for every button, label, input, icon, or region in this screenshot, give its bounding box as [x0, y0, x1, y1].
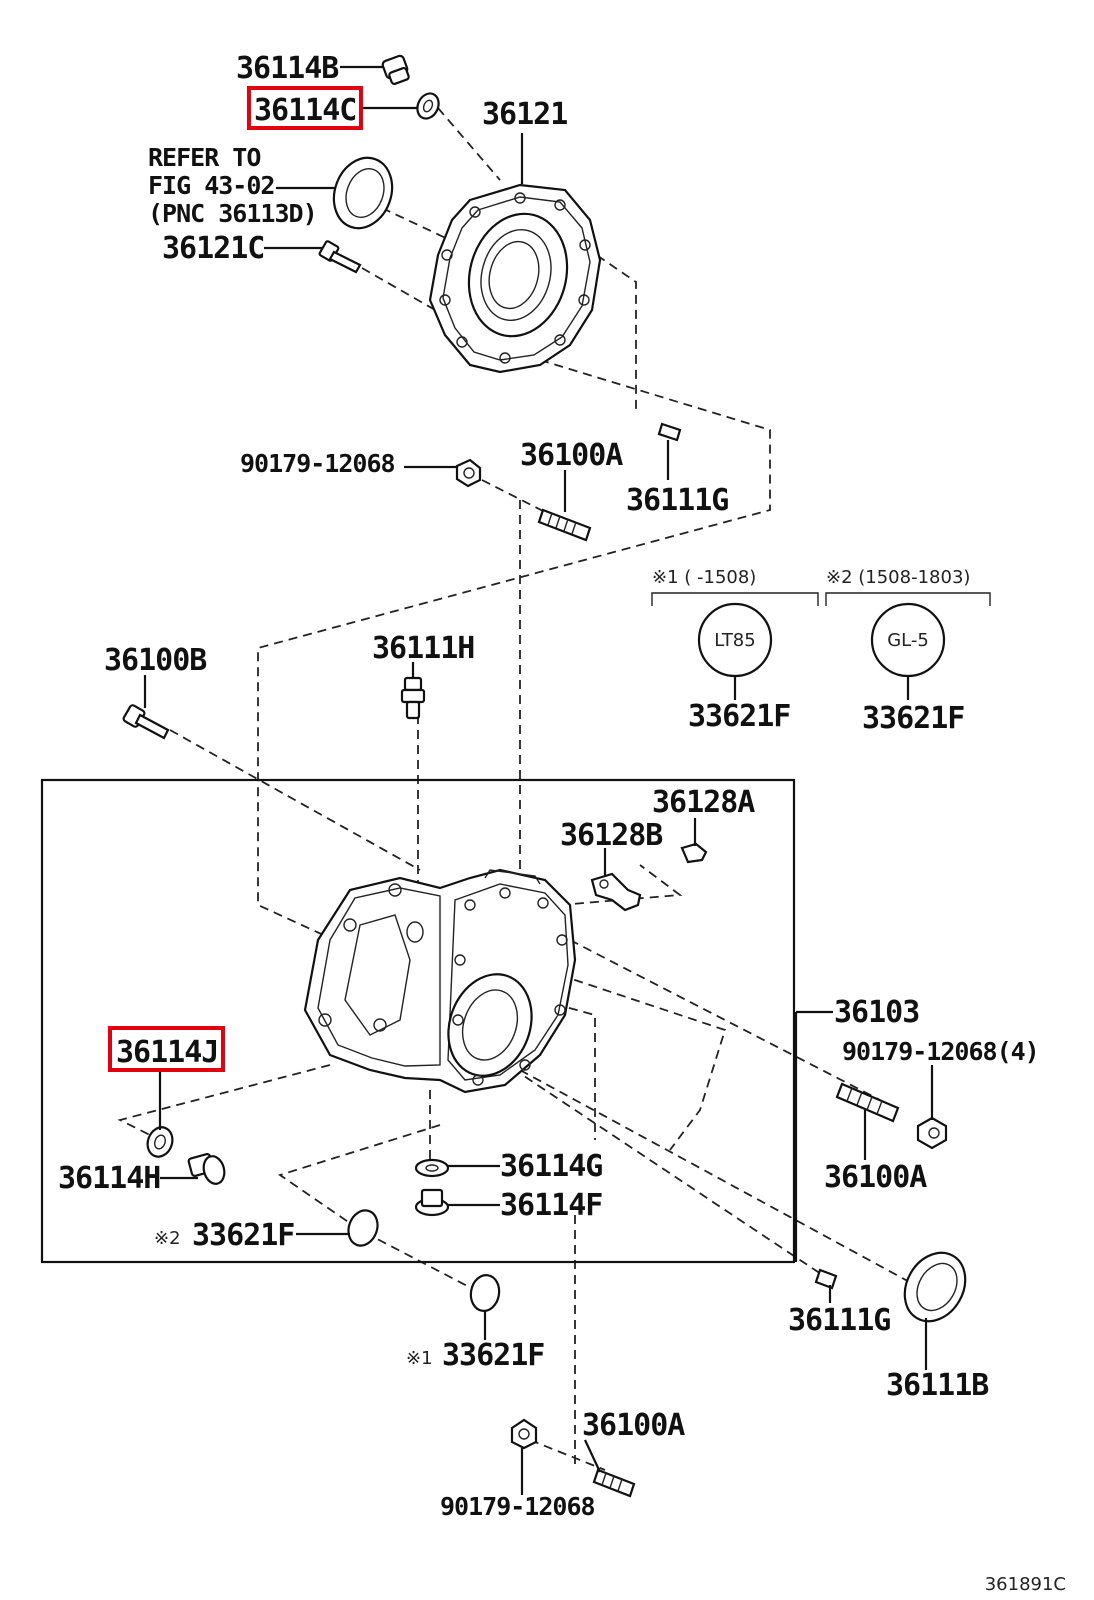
pin-36111G-top [657, 422, 682, 442]
gasket-36114C [416, 92, 440, 120]
callout-36121C: 36121C [162, 231, 264, 266]
ref-note-line-2: FIG 43-02 [148, 171, 274, 200]
bolt-36121C [318, 240, 362, 274]
callout-90179-12068-x4: 90179-12068(4) [842, 1037, 1039, 1066]
stud-36100A-low [592, 1468, 636, 1498]
breather-36111H [400, 676, 426, 720]
callout-36114F: 36114F [500, 1188, 602, 1223]
nut-90179-12068-x4 [916, 1116, 948, 1150]
callout-36100A-low: 36100A [582, 1408, 685, 1443]
nut-90179-12068-top [455, 458, 482, 488]
bracket-36128B [590, 872, 642, 912]
callout-labels: 36114B 36114C 36121 REFER TO FIG 43-02 (… [58, 51, 1066, 1595]
pin-36111G-low [814, 1268, 838, 1290]
assembly-guide-lines [117, 107, 916, 1471]
fluid-gl5-text: GL-5 [887, 630, 929, 651]
callout-36114C: 36114C [254, 93, 356, 128]
o-ring-33621F-box [347, 1209, 379, 1247]
oil-seal-36111B [903, 1251, 967, 1323]
leader-lines [143, 65, 934, 1495]
variant-notes: ※1 ( -1508) ※2 (1508-1803) LT85 GL-5 [651, 567, 991, 678]
callout-36103: 36103 [834, 995, 919, 1030]
bolt-36100B [122, 704, 170, 740]
callout-36114B: 36114B [236, 51, 338, 86]
o-ring-33621F-low [469, 1274, 501, 1312]
callout-36111G-low: 36111G [788, 1303, 890, 1338]
highlight-36114C [247, 86, 363, 130]
fluid-lt85-text: LT85 [714, 630, 755, 651]
stud-36100A-top [537, 508, 592, 542]
marker-1: ※1 [406, 1348, 433, 1369]
ref-note-line-1: REFER TO [148, 143, 260, 172]
callout-36114H: 36114H [58, 1161, 160, 1196]
gasket-36114H [146, 1126, 174, 1158]
callout-36111B: 36111B [886, 1368, 988, 1403]
marker-2: ※2 [154, 1228, 181, 1249]
callout-36111G-top: 36111G [626, 483, 728, 518]
callout-36128B: 36128B [560, 818, 662, 853]
callout-33621F-low: 33621F [442, 1338, 544, 1373]
plug-36114B [381, 54, 410, 85]
callout-36121: 36121 [482, 97, 567, 132]
callout-33621F-lt85: 33621F [688, 699, 790, 734]
callout-36111H: 36111H [372, 631, 474, 666]
callout-90179-12068-top: 90179-12068 [240, 449, 395, 478]
plug-36114J [187, 1153, 226, 1185]
variant-2-label: ※2 (1508-1803) [826, 567, 970, 588]
callout-36114J: 36114J [116, 1035, 218, 1070]
bolt-36128A [680, 842, 708, 864]
callout-36100A-top: 36100A [520, 438, 623, 473]
callout-90179-12068-low: 90179-12068 [440, 1492, 595, 1521]
stud-36100A-right [835, 1082, 900, 1123]
transfer-cover-36121 [428, 183, 602, 374]
transfer-case-36103 [303, 868, 577, 1094]
ref-note-line-3: (PNC 36113D) [148, 199, 317, 228]
assembly-36103-frame [40, 778, 796, 1264]
callout-36128A: 36128A [652, 785, 755, 820]
callout-36114G: 36114G [500, 1149, 602, 1184]
plug-36114F [414, 1188, 450, 1217]
highlight-36114J [108, 1026, 225, 1072]
callout-33621F-box: 33621F [192, 1218, 294, 1253]
variant-1-label: ※1 ( -1508) [652, 567, 756, 588]
oil-seal-36113D [332, 156, 394, 230]
callout-36100B: 36100B [104, 643, 206, 678]
nut-90179-12068-low [510, 1418, 538, 1450]
gasket-36114G [414, 1158, 450, 1178]
callout-36100A-right: 36100A [824, 1160, 927, 1195]
figure-code: 361891C [985, 1574, 1066, 1595]
callout-33621F-gl5: 33621F [862, 701, 964, 736]
